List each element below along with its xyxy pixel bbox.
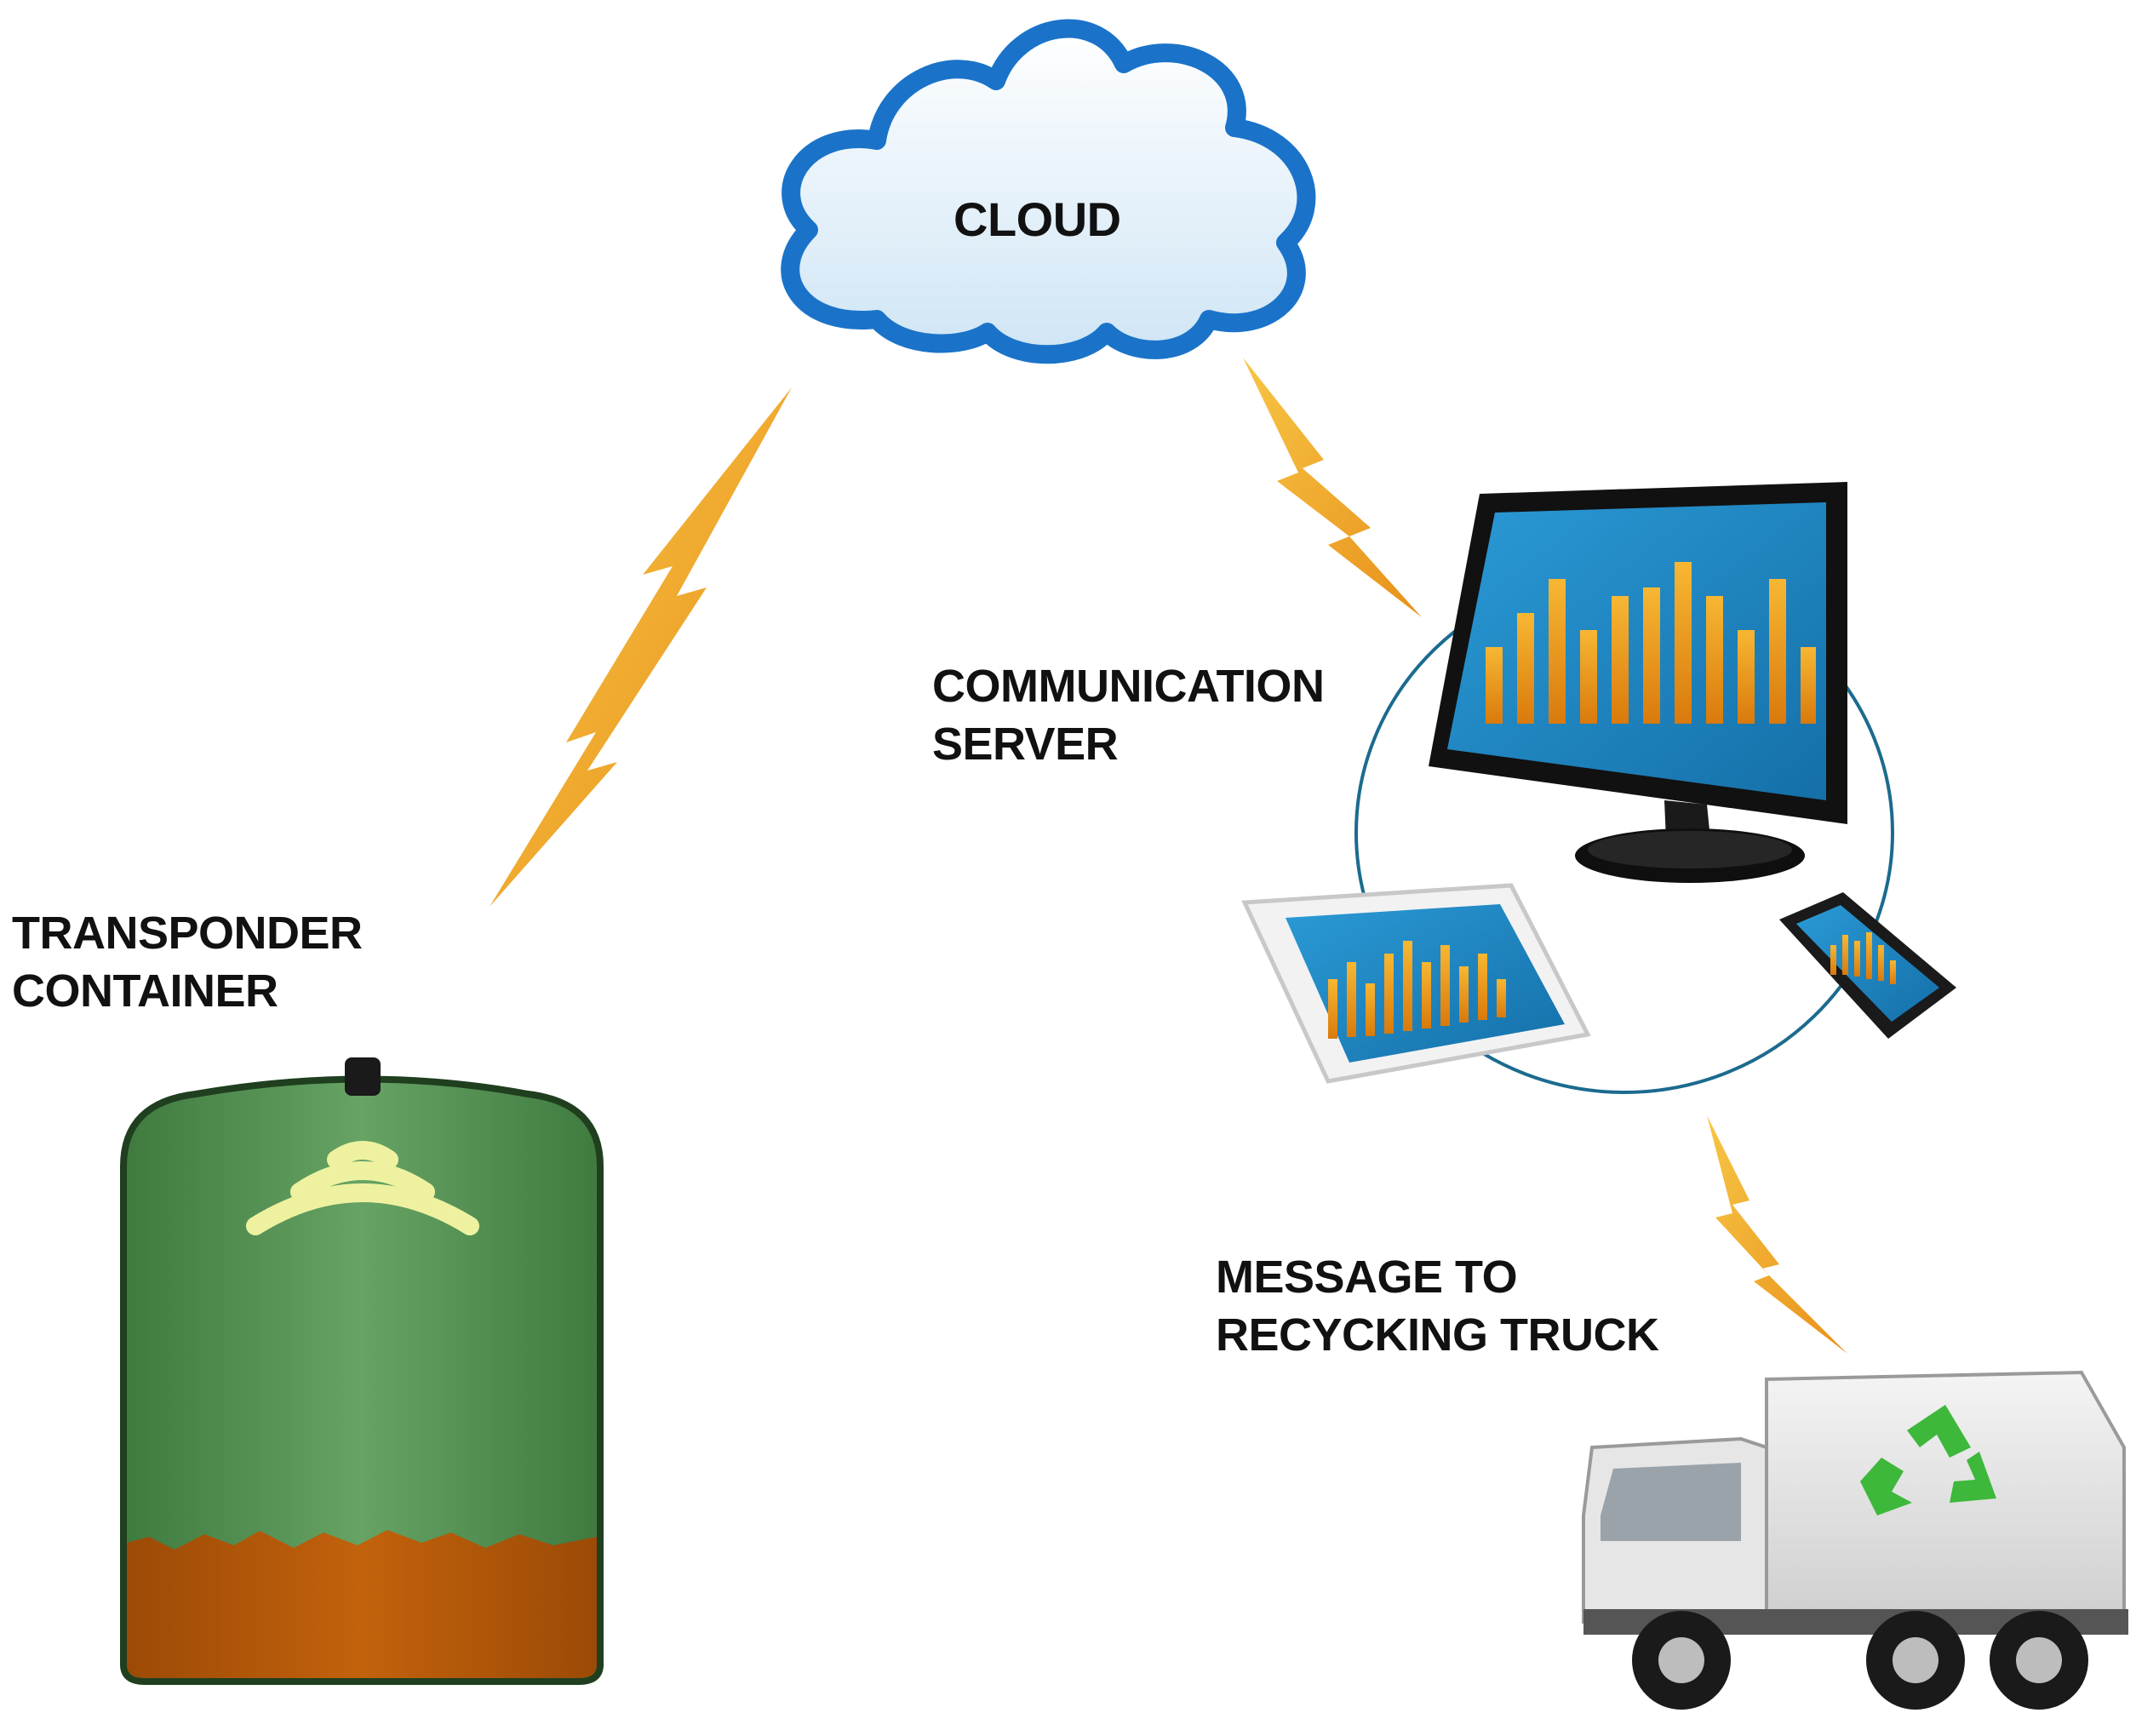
recycle-icon bbox=[1860, 1405, 1996, 1515]
transponder-label-line1: TRANSPONDER bbox=[12, 908, 363, 959]
bar-chart-icon bbox=[1328, 941, 1506, 1039]
message-label-line1: MESSAGE TO bbox=[1216, 1252, 1518, 1303]
truck-wheel bbox=[1632, 1611, 1731, 1710]
communication-server-label: COMMUNICATION SERVER bbox=[932, 657, 1325, 773]
message-label-line2: RECYCKING TRUCK bbox=[1216, 1309, 1659, 1361]
truck-wheel bbox=[1990, 1611, 2088, 1710]
message-to-truck-label: MESSAGE TO RECYCKING TRUCK bbox=[1216, 1248, 1659, 1364]
bar-chart-icon bbox=[1830, 932, 1896, 984]
bar-chart-icon bbox=[1486, 562, 1816, 724]
recycling-truck-icon bbox=[1582, 1370, 2128, 1710]
waste-container-icon bbox=[120, 1057, 604, 1685]
lightning-bolt-icon bbox=[1707, 1115, 1847, 1354]
transponder-label-line2: CONTAINER bbox=[12, 965, 278, 1017]
transponder-container-label: TRANSPONDER CONTAINER bbox=[12, 904, 363, 1020]
cloud-icon bbox=[781, 19, 1316, 364]
lightning-bolt-icon bbox=[1243, 358, 1422, 617]
truck-wheel bbox=[1866, 1611, 1965, 1710]
monitor-icon bbox=[1429, 482, 1847, 883]
lightning-bolt-icon bbox=[490, 387, 792, 907]
server-label-line2: SERVER bbox=[932, 719, 1119, 770]
smartphone-icon bbox=[1779, 892, 1956, 1039]
cloud-label: CLOUD bbox=[953, 191, 1121, 249]
server-label-line1: COMMUNICATION bbox=[932, 661, 1325, 712]
cloud-label-text: CLOUD bbox=[953, 192, 1121, 246]
wifi-signal-icon bbox=[246, 1141, 479, 1235]
tablet-icon bbox=[1241, 883, 1591, 1084]
